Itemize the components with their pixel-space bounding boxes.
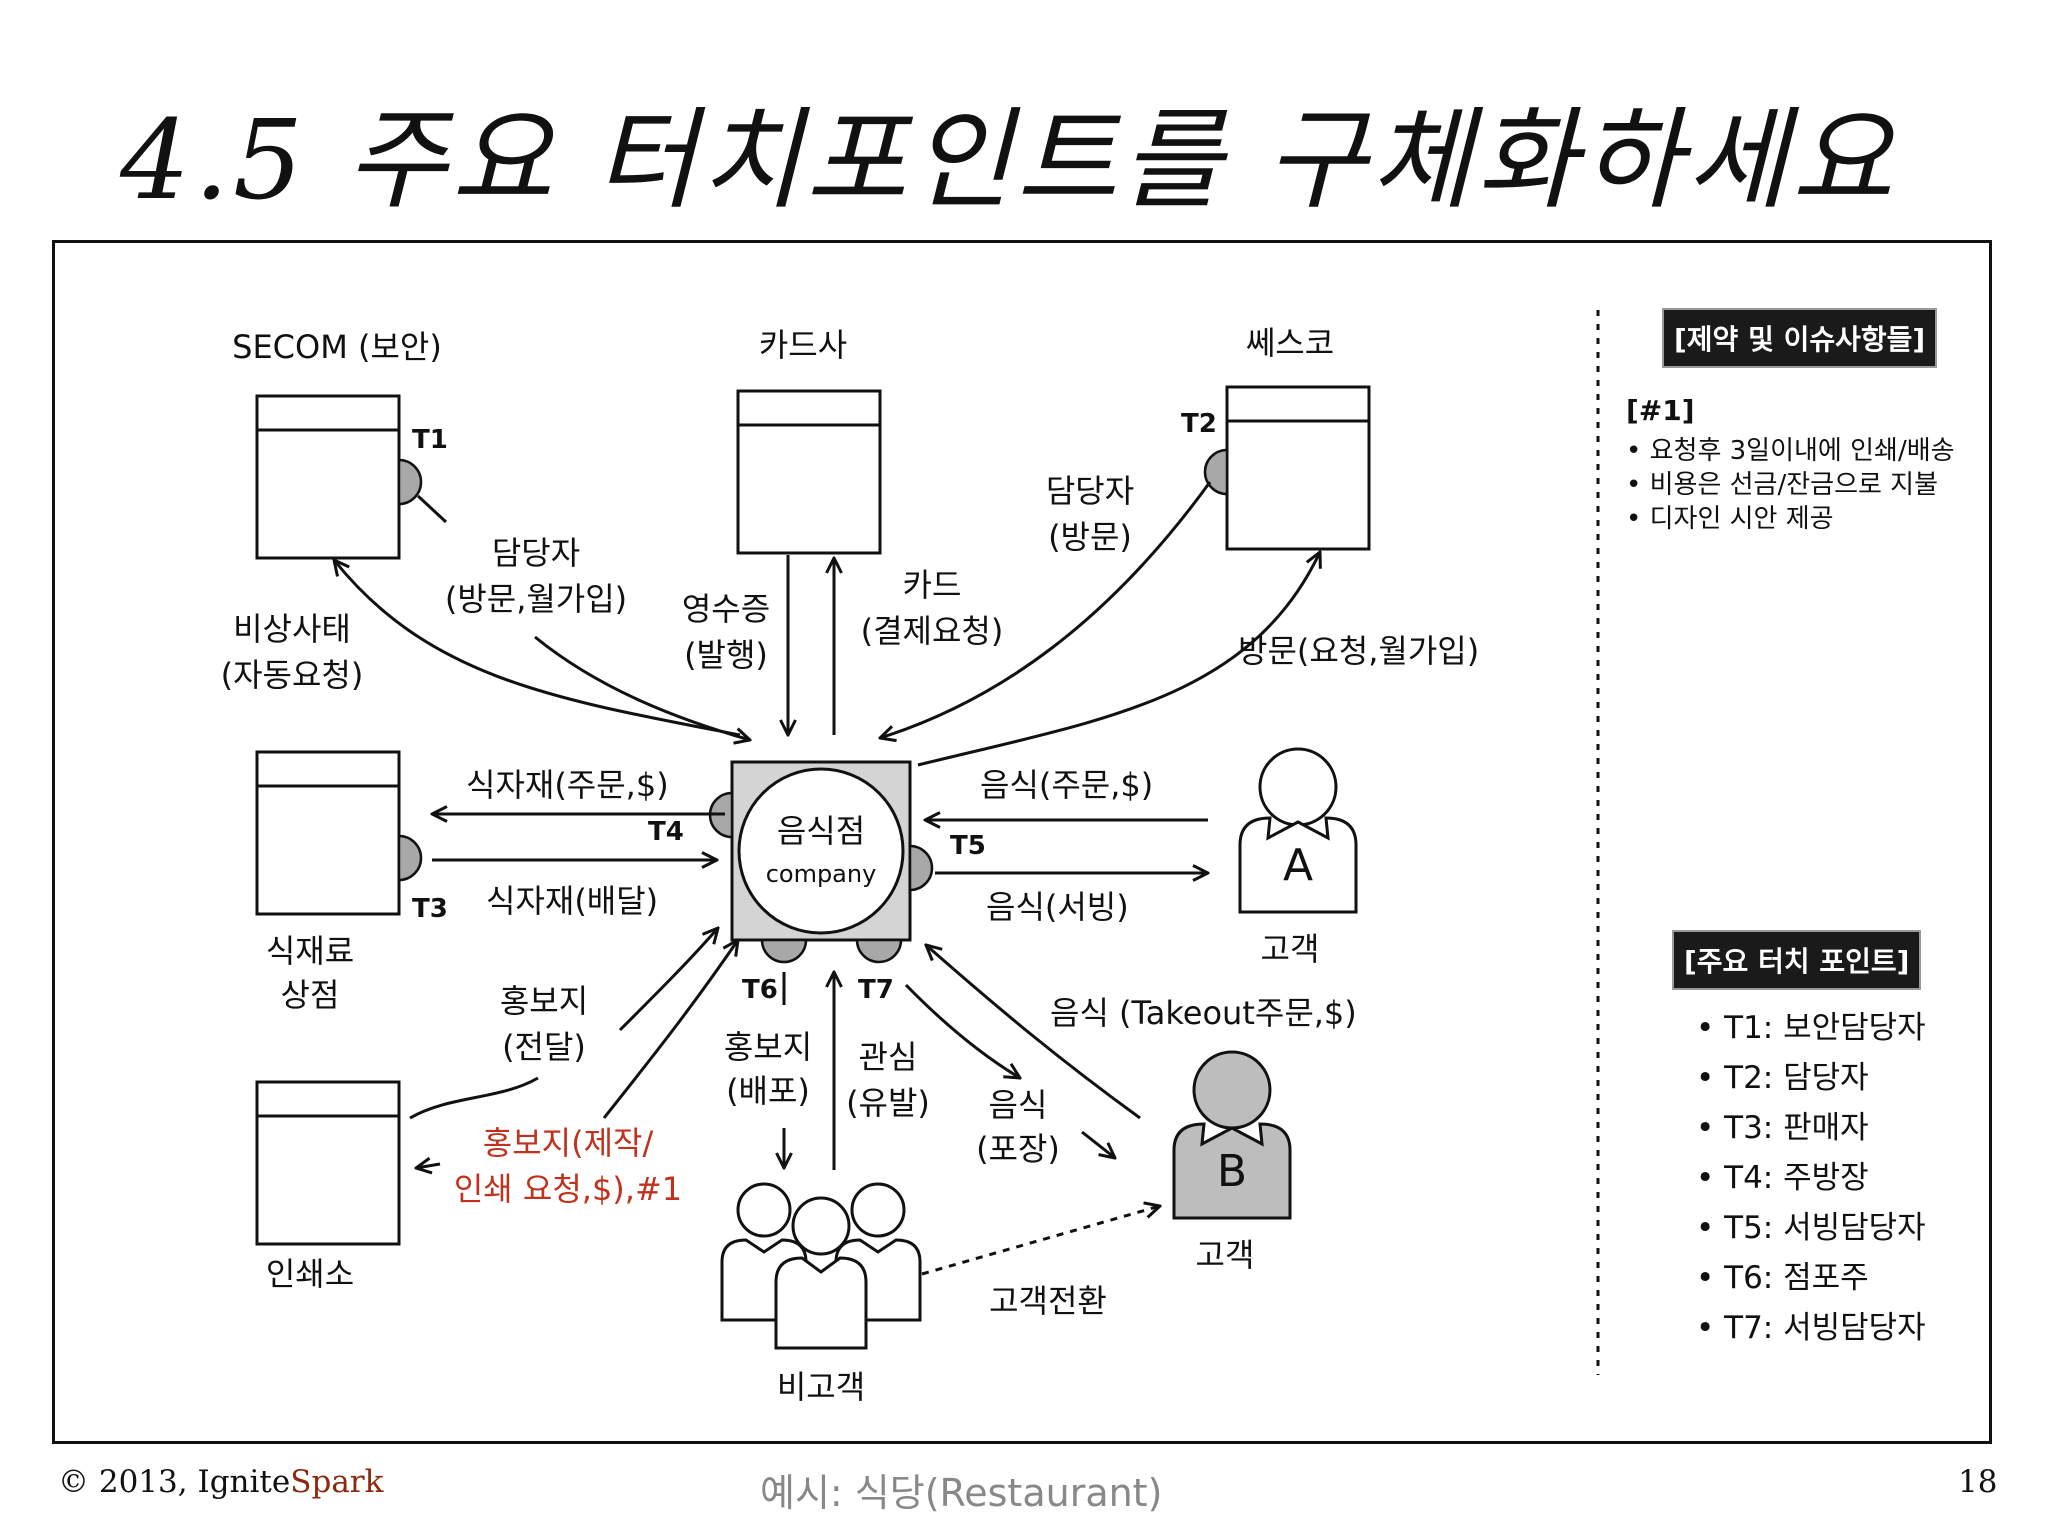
touch-dot-t7 bbox=[855, 938, 903, 964]
touchpoint-item: T1: 보안담당자 bbox=[1696, 1003, 1926, 1053]
noncustomer-group-figure bbox=[720, 1182, 922, 1350]
touchpoints-list: T1: 보안담당자 T2: 담당자 T3: 판매자 T4: 주방장 T5: 서빙… bbox=[1696, 1003, 1926, 1353]
edge-label-secom-manager-2: (방문,월가입) bbox=[445, 580, 627, 618]
printer-label: 인쇄소 bbox=[266, 1255, 354, 1293]
edge-label-flyer-distribute-1: 홍보지 bbox=[724, 1028, 812, 1066]
edge-label-interest-1: 관심 bbox=[859, 1038, 918, 1076]
touch-tag-t7: T7 bbox=[858, 975, 894, 1005]
constraint-item: 비용은 선금/잔금으로 지불 bbox=[1626, 468, 1955, 502]
constraints-list: 요청후 3일이내에 인쇄/배송 비용은 선금/잔금으로 지불 디자인 시안 제공 bbox=[1626, 434, 1955, 536]
edge-label-cesco-manager-1: 담당자 bbox=[1046, 472, 1134, 510]
ingredients-store-box bbox=[255, 750, 401, 916]
restaurant-label: 음식점 bbox=[777, 812, 865, 850]
edge-label-deliver-ingredients: 식자재(배달) bbox=[486, 882, 658, 920]
flyer-line-to-printer bbox=[409, 1076, 539, 1120]
touch-tag-t6: T6 bbox=[742, 975, 778, 1005]
customer-a-figure bbox=[1238, 747, 1358, 914]
edge-label-interest-2: (유발) bbox=[846, 1084, 930, 1122]
page-title: 4.5 주요 터치포인트를 구체화하세요 bbox=[120, 96, 1897, 224]
secom-label: SECOM (보안) bbox=[232, 328, 442, 366]
footer-caption: 예시: 식당(Restaurant) bbox=[760, 1471, 1163, 1515]
edge-label-flyer-request-2: 인쇄 요청,$),#1 bbox=[454, 1170, 682, 1208]
touch-tag-t4: T4 bbox=[648, 817, 684, 847]
constraint-item: 요청후 3일이내에 인쇄/배송 bbox=[1626, 434, 1955, 468]
edge-label-card-1: 카드 bbox=[903, 566, 962, 604]
arrow-secom-manager bbox=[534, 635, 750, 740]
edge-label-flyer-distribute-2: (배포) bbox=[726, 1072, 810, 1110]
edge-label-food-pack-2: (포장) bbox=[976, 1130, 1060, 1168]
page-number: 18 bbox=[1958, 1464, 1998, 1500]
customer-a-label: 고객 bbox=[1261, 930, 1320, 968]
arrow-cesco-manager bbox=[880, 481, 1212, 738]
arrow-flyer-request bbox=[602, 940, 738, 1119]
ingredients-store-label-2: 상점 bbox=[281, 976, 340, 1014]
touchpoint-item: T5: 서빙담당자 bbox=[1696, 1203, 1926, 1253]
touch-dot-t6 bbox=[760, 938, 808, 964]
arrow-takeout-order bbox=[926, 945, 1141, 1120]
edge-label-food-pack-1: 음식 bbox=[989, 1086, 1048, 1124]
touch-dot-t5 bbox=[908, 844, 934, 892]
touchpoint-item: T2: 담당자 bbox=[1696, 1053, 1926, 1103]
restaurant-sublabel: company bbox=[766, 860, 877, 888]
customer-b-figure bbox=[1172, 1050, 1292, 1220]
constraints-header: [제약 및 이슈사항들] bbox=[1662, 308, 1938, 368]
touchpoint-item: T6: 점포주 bbox=[1696, 1253, 1926, 1303]
edge-label-secom-manager-1: 담당자 bbox=[492, 534, 580, 572]
edge-label-emergency-2: (자동요청) bbox=[221, 656, 364, 694]
cesco-label: 쎄스코 bbox=[1246, 324, 1334, 362]
edge-label-food-order: 음식(주문,$) bbox=[980, 766, 1153, 804]
edge-label-cesco-visit: 방문(요청,월가입) bbox=[1238, 632, 1479, 670]
arrow-to-cesco bbox=[917, 552, 1320, 767]
arrow-food-pack-b bbox=[1081, 1130, 1115, 1158]
cesco-box bbox=[1225, 385, 1371, 551]
edge-label-order-ingredients: 식자재(주문,$) bbox=[466, 766, 669, 804]
customer-a-letter: A bbox=[1283, 840, 1313, 891]
footer-copyright: © 2013, IgniteSpark bbox=[58, 1464, 383, 1500]
customer-b-letter: B bbox=[1217, 1146, 1247, 1197]
ingredients-store-label-1: 식재료 bbox=[266, 932, 354, 970]
edge-label-cesco-manager-2: (방문) bbox=[1048, 518, 1132, 556]
arrow-conversion bbox=[921, 1206, 1160, 1276]
diagram-frame bbox=[52, 240, 1992, 1444]
edge-label-flyer-deliver-1: 홍보지 bbox=[500, 982, 588, 1020]
touchpoint-item: T4: 주방장 bbox=[1696, 1153, 1926, 1203]
touchpoints-header: [주요 터치 포인트] bbox=[1672, 930, 1922, 990]
card-company-label: 카드사 bbox=[759, 326, 847, 364]
edge-label-receipt-2: (발행) bbox=[684, 636, 768, 674]
touch-tag-t2: T2 bbox=[1181, 409, 1217, 439]
brand-accent: Spark bbox=[290, 1464, 384, 1500]
touch-dot-t3 bbox=[397, 834, 423, 882]
edge-label-emergency-1: 비상사태 bbox=[233, 610, 351, 648]
card-company-box bbox=[736, 389, 882, 555]
constraint-item: 디자인 시안 제공 bbox=[1626, 502, 1955, 536]
arrow-to-printer bbox=[416, 1164, 441, 1168]
customer-b-label: 고객 bbox=[1196, 1236, 1255, 1274]
noncustomer-label: 비고객 bbox=[777, 1368, 865, 1406]
arrow-food-pack-a bbox=[904, 983, 1020, 1078]
constraint-id: [#1] bbox=[1626, 394, 1695, 427]
copyright-text: © 2013, Ignite bbox=[58, 1464, 291, 1500]
touchpoint-item: T7: 서빙담당자 bbox=[1696, 1303, 1926, 1353]
edge-label-flyer-request-1: 홍보지(제작/ bbox=[483, 1124, 654, 1162]
touch-tag-t3: T3 bbox=[412, 894, 448, 924]
edge-label-receipt-1: 영수증 bbox=[682, 590, 770, 628]
touch-tag-t1: T1 bbox=[412, 425, 448, 455]
arrow-to-secom bbox=[334, 560, 741, 737]
secom-box bbox=[255, 394, 401, 560]
edge-label-card-2: (결제요청) bbox=[861, 612, 1004, 650]
edge-label-conversion: 고객전환 bbox=[989, 1282, 1107, 1320]
touch-dot-t1 bbox=[397, 458, 423, 506]
edge-label-food-serving: 음식(서빙) bbox=[986, 888, 1129, 926]
edge-label-takeout: 음식 (Takeout주문,$) bbox=[1050, 994, 1357, 1032]
restaurant-node bbox=[730, 760, 912, 942]
touch-tag-t5: T5 bbox=[950, 831, 986, 861]
arrow-flyer-deliver bbox=[618, 928, 718, 1032]
touchpoint-item: T3: 판매자 bbox=[1696, 1103, 1926, 1153]
edge-label-flyer-deliver-2: (전달) bbox=[502, 1028, 586, 1066]
printer-box bbox=[255, 1080, 401, 1246]
touch-dot-t2 bbox=[1203, 448, 1229, 496]
